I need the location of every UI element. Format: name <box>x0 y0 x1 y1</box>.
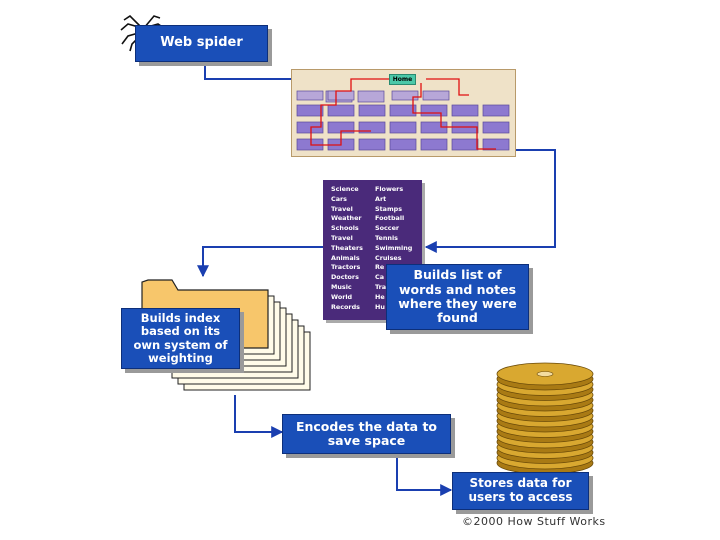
page-tile <box>358 104 386 117</box>
builds-index-box: Builds index based on its own system of … <box>121 308 240 369</box>
arrow-list-to-index <box>197 246 323 278</box>
word-list-item: Travel <box>331 204 353 213</box>
word-list-item: Football <box>375 214 405 223</box>
word-list-item: Cruises <box>375 253 402 262</box>
page-tile <box>296 90 324 101</box>
page-tile <box>389 138 417 151</box>
page-tile <box>482 138 510 151</box>
disk-stack-icon <box>496 362 594 474</box>
word-list-item: Art <box>375 194 387 203</box>
word-list-item: Science <box>331 185 359 193</box>
word-list-item: Ca <box>375 273 385 282</box>
arrow-encode-to-store <box>396 457 453 496</box>
page-tile <box>389 104 417 117</box>
builds-index-label: Builds index based on its own system of … <box>133 311 228 365</box>
word-list-item: Tennis <box>375 233 398 242</box>
home-label: Home <box>392 76 413 83</box>
stores-box: Stores data for users to access <box>452 472 589 510</box>
word-list-item: Flowers <box>375 185 404 193</box>
page-tile <box>357 90 385 103</box>
page-tile <box>358 138 386 151</box>
word-list-item: Records <box>331 302 360 311</box>
word-list-item: Weather <box>331 214 362 223</box>
word-list-item: Stamps <box>375 204 403 213</box>
word-list-item: He <box>375 292 385 301</box>
word-list-item: Swimming <box>375 243 413 252</box>
stores-label: Stores data for users to access <box>468 476 573 504</box>
page-tile <box>358 121 386 134</box>
page-tile <box>327 104 355 117</box>
page-tile <box>482 121 510 134</box>
word-list-item: Tractors <box>331 263 361 272</box>
page-tile <box>296 121 324 134</box>
web-spider-label: Web spider <box>160 35 243 51</box>
disk-hub <box>536 371 554 377</box>
page-tile <box>420 138 448 151</box>
arrow-page-to-list <box>424 149 556 253</box>
page-tile <box>451 138 479 151</box>
encodes-box: Encodes the data to save space <box>282 414 451 454</box>
arrow-index-to-encode <box>234 395 284 438</box>
encodes-label: Encodes the data to save space <box>295 418 438 448</box>
word-list-item: Re <box>375 263 385 272</box>
copyright-text: ©2000 How Stuff Works <box>462 515 606 528</box>
page-tile <box>389 121 417 134</box>
word-list-item: Tra <box>375 282 387 291</box>
word-list-item: Schools <box>331 224 359 233</box>
word-list-item: Doctors <box>331 273 359 282</box>
page-tile <box>391 90 419 101</box>
page-tile <box>327 90 355 101</box>
page-tile <box>451 104 479 117</box>
word-list-item: Theaters <box>331 243 363 252</box>
page-tile <box>422 90 450 101</box>
page-tile <box>482 104 510 117</box>
word-list-item: Hu <box>375 302 385 311</box>
home-link: Home <box>389 74 416 85</box>
web-page-links <box>296 78 510 151</box>
word-list-item: World <box>331 292 353 301</box>
word-list-item: Travel <box>331 233 353 242</box>
word-list-item: Music <box>331 282 352 291</box>
word-list-item: Cars <box>331 194 347 203</box>
page-tile <box>296 104 324 117</box>
word-list-item: Animals <box>331 253 360 262</box>
web-spider-box: Web spider <box>135 25 268 62</box>
page-tile <box>420 104 448 117</box>
builds-list-box: Builds list of words and notes where the… <box>386 264 529 330</box>
builds-list-label: Builds list of words and notes where the… <box>398 267 517 326</box>
word-list-item: Soccer <box>375 224 400 233</box>
